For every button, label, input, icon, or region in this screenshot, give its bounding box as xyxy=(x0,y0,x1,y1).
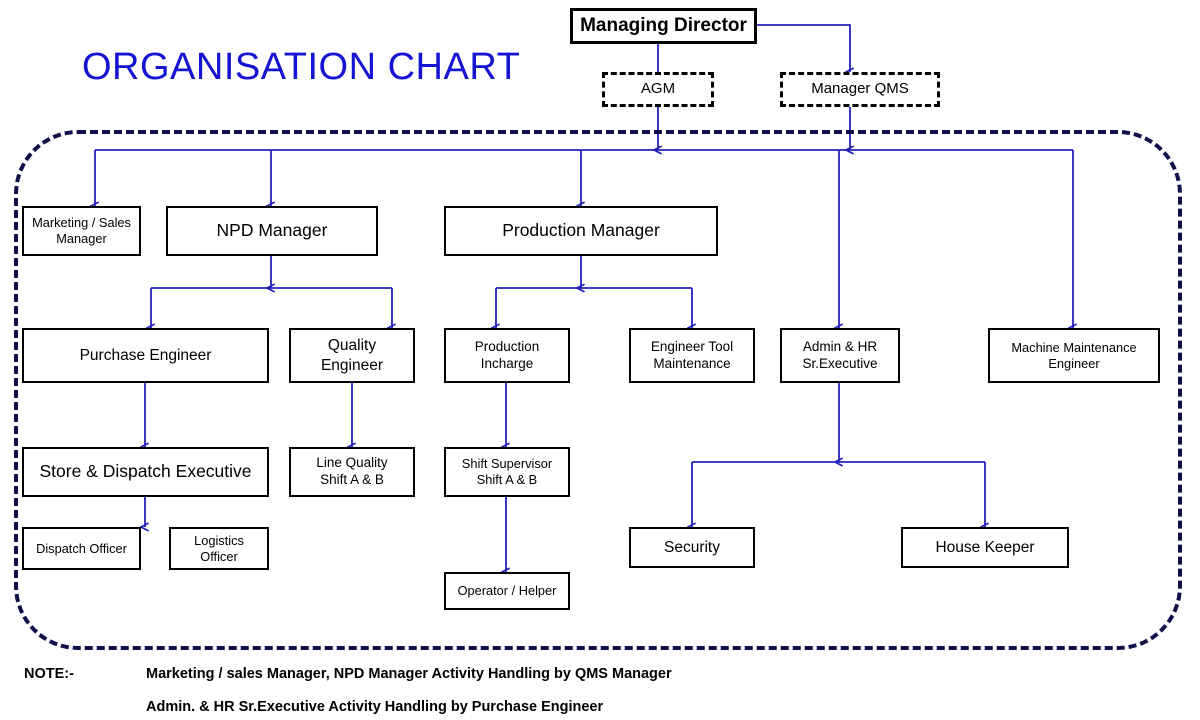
node-purchase-engineer[interactable]: Purchase Engineer xyxy=(22,328,269,383)
node-marketing-sales-manager[interactable]: Marketing / Sales Manager xyxy=(22,206,141,256)
org-scope-container xyxy=(14,130,1182,650)
node-house-keeper[interactable]: House Keeper xyxy=(901,527,1069,568)
node-label: Machine Maintenance Engineer xyxy=(1011,339,1137,371)
node-shift-supervisor[interactable]: Shift Supervisor Shift A & B xyxy=(444,447,570,497)
node-label: Managing Director xyxy=(580,15,747,37)
node-label: AGM xyxy=(640,80,676,98)
node-label: Admin & HR Sr.Executive xyxy=(802,338,878,371)
node-label: Dispatch Officer xyxy=(36,540,127,556)
node-label: Quality Engineer xyxy=(320,337,384,374)
node-admin-hr-sr-executive[interactable]: Admin & HR Sr.Executive xyxy=(780,328,900,383)
note-line-1: Marketing / sales Manager, NPD Manager A… xyxy=(146,666,672,682)
node-label: Marketing / Sales Manager xyxy=(32,215,131,246)
node-line-quality[interactable]: Line Quality Shift A & B xyxy=(289,447,415,497)
node-store-dispatch-executive[interactable]: Store & Dispatch Executive xyxy=(22,447,269,497)
node-label: Store & Dispatch Executive xyxy=(39,461,252,482)
node-logistics-officer[interactable]: Logistics Officer xyxy=(169,527,269,570)
node-operator-helper[interactable]: Operator / Helper xyxy=(444,572,570,610)
node-label: Security xyxy=(664,538,720,556)
note-label: NOTE:- xyxy=(24,666,74,682)
node-managing-director[interactable]: Managing Director xyxy=(570,8,757,44)
node-label: Production Incharge xyxy=(474,338,540,371)
node-machine-maintenance-engineer[interactable]: Machine Maintenance Engineer xyxy=(988,328,1160,383)
node-production-manager[interactable]: Production Manager xyxy=(444,206,718,256)
node-label: Operator / Helper xyxy=(457,583,557,598)
node-quality-engineer[interactable]: Quality Engineer xyxy=(289,328,415,383)
node-production-incharge[interactable]: Production Incharge xyxy=(444,328,570,383)
node-manager-qms[interactable]: Manager QMS xyxy=(780,72,940,107)
node-security[interactable]: Security xyxy=(629,527,755,568)
node-label: Line Quality Shift A & B xyxy=(316,455,388,487)
node-label: House Keeper xyxy=(935,538,1035,556)
node-dispatch-officer[interactable]: Dispatch Officer xyxy=(22,527,141,570)
node-label: NPD Manager xyxy=(216,220,328,241)
node-label: Manager QMS xyxy=(811,80,909,98)
note-line-2: Admin. & HR Sr.Executive Activity Handli… xyxy=(146,699,604,715)
node-label: Logistics Officer xyxy=(194,532,244,564)
node-label: Production Manager xyxy=(502,220,660,241)
node-npd-manager[interactable]: NPD Manager xyxy=(166,206,378,256)
page-title: ORGANISATION CHART xyxy=(82,46,521,88)
node-agm[interactable]: AGM xyxy=(602,72,714,107)
node-label: Purchase Engineer xyxy=(79,346,212,364)
node-label: Engineer Tool Maintenance xyxy=(650,338,734,371)
node-label: Shift Supervisor Shift A & B xyxy=(461,456,553,487)
node-engineer-tool-maintenance[interactable]: Engineer Tool Maintenance xyxy=(629,328,755,383)
